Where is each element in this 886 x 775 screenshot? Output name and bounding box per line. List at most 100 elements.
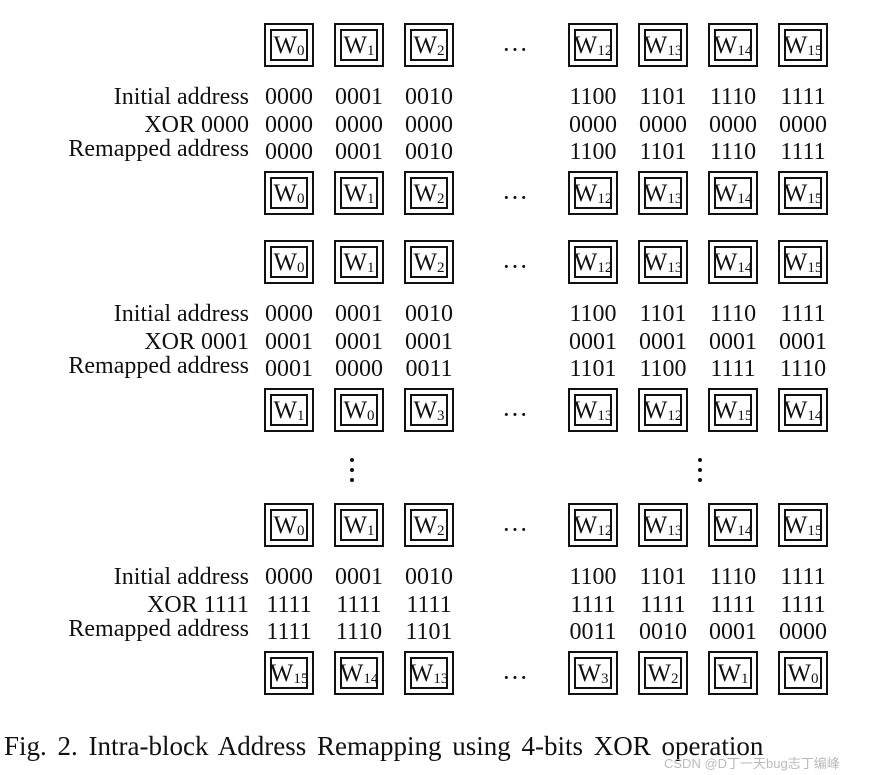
remapped-address-value: 0010 [405, 139, 453, 165]
initial-address-value: 0001 [335, 84, 383, 110]
word-letter: W [647, 659, 672, 687]
initial-address-value: 1111 [780, 84, 826, 110]
word-index: 14 [363, 670, 379, 687]
word-letter: W [273, 179, 298, 207]
watermark: CSDN @D丁一天bug志丁编峰 [664, 756, 840, 771]
remapped-address-label: Remapped address [68, 616, 249, 642]
initial-address-value: 0000 [265, 564, 313, 590]
word-letter: W [343, 179, 368, 207]
word-index: 0 [811, 670, 819, 687]
initial-address-value: 1110 [709, 301, 757, 327]
word-index: 1 [741, 670, 749, 687]
word-index: 13 [667, 190, 683, 207]
ellipsis: ··· [502, 35, 528, 64]
word-letter: W [573, 248, 598, 276]
remapped-address-value: 1101 [405, 619, 453, 645]
remapped-address-value: 1100 [569, 139, 617, 165]
word-letter: W [573, 179, 598, 207]
xor-label: XOR 0000 [144, 112, 249, 138]
word-index: 1 [367, 190, 375, 207]
word-index: 15 [807, 522, 823, 539]
word-letter: W [413, 179, 438, 207]
word-letter: W [713, 31, 738, 59]
initial-address-value: 0001 [335, 564, 383, 590]
initial-address-value: 0000 [265, 84, 313, 110]
ellipsis: ··· [502, 663, 528, 692]
figure-caption: Fig. 2. Intra-block Address Remapping us… [4, 731, 764, 761]
remapped-address-value: 1111 [266, 619, 312, 645]
word-index: 0 [297, 42, 305, 59]
word-index: 15 [807, 259, 823, 276]
word-letter: W [573, 511, 598, 539]
remapped-address-value: 1110 [709, 139, 757, 165]
initial-address-value: 0001 [335, 301, 383, 327]
word-index: 0 [297, 522, 305, 539]
xor-value: 1111 [336, 592, 382, 618]
xor-value: 0001 [639, 329, 687, 355]
xor-value: 0000 [405, 112, 453, 138]
word-letter: W [273, 396, 298, 424]
remapped-address-value: 1101 [639, 139, 687, 165]
word-index: 13 [667, 42, 683, 59]
remapped-address-label: Remapped address [68, 136, 249, 162]
xor-value: 0000 [779, 112, 827, 138]
word-letter: W [713, 396, 738, 424]
word-index: 15 [293, 670, 309, 687]
word-letter: W [787, 659, 812, 687]
word-index: 13 [667, 259, 683, 276]
word-letter: W [343, 396, 368, 424]
word-letter: W [783, 396, 808, 424]
word-letter: W [413, 248, 438, 276]
word-letter: W [273, 511, 298, 539]
vertical-ellipsis-dot [698, 478, 702, 482]
remapped-address-value: 0000 [779, 619, 827, 645]
remapped-address-value: 1100 [639, 356, 687, 382]
remapped-address-value: 0001 [709, 619, 757, 645]
vertical-ellipsis-dot [350, 478, 354, 482]
remapped-address-label: Remapped address [68, 353, 249, 379]
word-index: 12 [597, 190, 613, 207]
initial-address-value: 1100 [569, 84, 617, 110]
xor-value: 0001 [265, 329, 313, 355]
word-letter: W [643, 396, 668, 424]
xor-value: 1111 [570, 592, 616, 618]
remapped-address-value: 0011 [405, 356, 453, 382]
word-index: 1 [297, 407, 305, 424]
word-index: 14 [807, 407, 823, 424]
remapped-address-value: 0001 [335, 139, 383, 165]
xor-value: 0001 [569, 329, 617, 355]
remapped-address-value: 1110 [335, 619, 383, 645]
word-letter: W [643, 511, 668, 539]
xor-label: XOR 0001 [144, 329, 249, 355]
vertical-ellipsis-dot [698, 458, 702, 462]
word-letter: W [573, 31, 598, 59]
word-index: 12 [667, 407, 683, 424]
word-index: 15 [807, 42, 823, 59]
word-index: 13 [667, 522, 683, 539]
word-letter: W [717, 659, 742, 687]
xor-value: 1111 [406, 592, 452, 618]
word-letter: W [343, 511, 368, 539]
word-index: 13 [433, 670, 449, 687]
